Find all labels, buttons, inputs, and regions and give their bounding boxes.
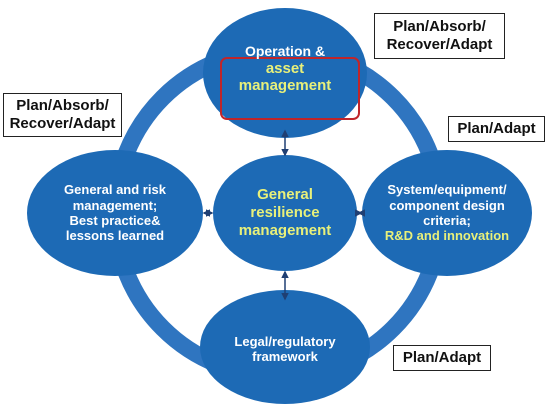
operation-asset-label: Operation & asset management — [215, 36, 355, 102]
general-risk-line3: Best practice& — [69, 213, 161, 228]
management-label: management — [238, 77, 332, 95]
system-line2: component design — [389, 197, 505, 213]
asset-label: asset — [265, 59, 305, 77]
resilience-management-label: management — [238, 221, 332, 239]
resilience-label: resilience — [250, 204, 320, 222]
system-design-ellipse — [362, 150, 532, 276]
phase-tag-top-right-line2: Recover/Adapt — [386, 36, 493, 53]
phase-tag-bottom-right: Plan/Adapt — [393, 345, 491, 371]
system-line3: criteria; — [423, 213, 471, 228]
legal-line2: framework — [252, 349, 318, 364]
legal-line1: Legal/regulatory — [234, 333, 336, 349]
phase-tag-right-line1: Plan/Adapt — [457, 120, 536, 137]
general-risk-line1: General and risk — [64, 182, 166, 198]
phase-tag-bottom-right-line1: Plan/Adapt — [402, 349, 482, 366]
phase-tag-right: Plan/Adapt — [448, 116, 545, 142]
general-resilience-ellipse — [213, 155, 357, 271]
general-risk-line4: lessons learned — [65, 228, 165, 244]
system-design-label: System/equipment/ component design crite… — [370, 178, 524, 248]
phase-tag-top-right-line1: Plan/Absorb/ — [393, 18, 486, 35]
general-resilience-label: General resilience management — [225, 182, 345, 244]
phase-tag-left-line2: Recover/Adapt — [9, 115, 116, 132]
system-line1: System/equipment/ — [387, 182, 507, 198]
legal-regulatory-ellipse — [200, 290, 370, 404]
general-label: General — [257, 186, 313, 204]
rnd-innovation-label: R&D and innovation — [384, 228, 510, 244]
operation-label: Operation & — [244, 43, 326, 60]
asset-management-highlight-box — [220, 57, 360, 120]
phase-tag-left: Plan/Absorb/ Recover/Adapt — [3, 93, 122, 137]
phase-tag-left-line1: Plan/Absorb/ — [16, 97, 109, 114]
general-risk-line2: management; — [72, 197, 158, 213]
general-risk-label: General and risk management; Best practi… — [38, 178, 192, 248]
general-risk-ellipse — [27, 150, 203, 276]
operation-asset-ellipse — [203, 8, 367, 138]
legal-regulatory-label: Legal/regulatory framework — [215, 330, 355, 368]
phase-tag-top-right: Plan/Absorb/ Recover/Adapt — [374, 13, 505, 59]
